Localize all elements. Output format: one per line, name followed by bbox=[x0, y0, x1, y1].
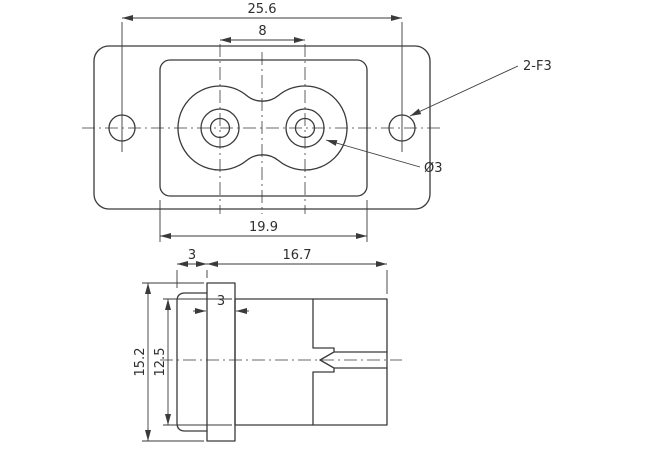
dim-mount-hole-spacing: 25.6 bbox=[121, 2, 403, 152]
front-view-centerlines bbox=[82, 44, 442, 214]
side-view-part bbox=[176, 282, 388, 442]
dim-text-bezel-depth: 3 bbox=[188, 248, 196, 263]
dim-text-flange-height: 15.2 bbox=[133, 348, 148, 377]
note-text-pin-hole-diameter: Ø3 bbox=[424, 161, 443, 176]
front-bezel-outline bbox=[176, 292, 208, 432]
front-view-dimensions: 25.6 8 19.9 2-F3 Ø3 bbox=[121, 2, 552, 242]
figure-eight-recess bbox=[177, 85, 348, 171]
dim-text-face-width: 19.9 bbox=[249, 220, 278, 235]
dim-flange-height: 15.2 bbox=[133, 282, 204, 442]
body-outline bbox=[234, 298, 388, 426]
dim-body-height: 12.5 bbox=[153, 298, 232, 426]
dim-text-mount-hole-spacing: 25.6 bbox=[248, 2, 277, 17]
side-view-dimensions: 3 16.7 3 15.2 12.5 bbox=[133, 248, 388, 442]
leader-line bbox=[409, 65, 519, 117]
dim-text-pin-spacing: 8 bbox=[258, 24, 266, 39]
dim-text-body-height: 12.5 bbox=[153, 348, 168, 377]
note-text-mount-holes: 2-F3 bbox=[523, 59, 552, 74]
internal-contact-detail bbox=[312, 298, 388, 426]
leader-line bbox=[325, 139, 421, 168]
note-mount-holes: 2-F3 bbox=[409, 59, 552, 117]
dim-pin-spacing: 8 bbox=[220, 24, 305, 43]
note-pin-hole-diameter: Ø3 bbox=[325, 139, 443, 176]
dim-text-body-depth: 16.7 bbox=[283, 248, 312, 263]
dim-text-flange-thickness: 3 bbox=[217, 294, 225, 309]
dim-bezel-and-body-depth: 3 16.7 bbox=[176, 248, 388, 294]
dim-flange-thickness: 3 bbox=[193, 294, 249, 314]
dim-face-width: 19.9 bbox=[159, 200, 368, 242]
